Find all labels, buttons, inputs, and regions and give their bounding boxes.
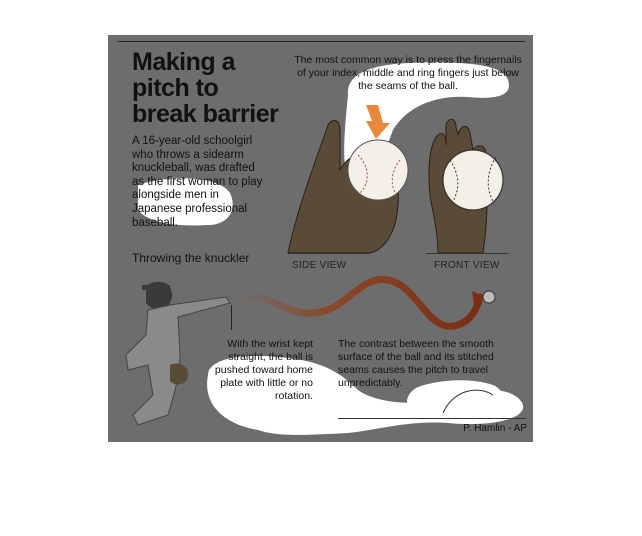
grip-caption: The most common way is to press the fing… [294,54,522,92]
trajectory-arrowhead [472,291,486,305]
front-view-baseline [426,253,508,254]
front-view-hand-icon [428,118,504,254]
top-rule [118,41,525,42]
seams-caption: The contrast between the smooth surface … [338,338,494,389]
baseball-icon [482,290,496,304]
trajectory-arrow-icon [239,276,484,330]
side-view-baseline [288,253,370,254]
photo-credit: P. Hamlin - AP [463,423,527,434]
front-view-label: FRONT VIEW [434,260,500,271]
pressure-arrow-icon [366,105,390,139]
graphic-title: Making a pitch to break barrier [132,48,279,128]
section-subhead: Throwing the knuckler [132,251,250,265]
ball-detail-outline [442,389,494,414]
wrist-pointer-line [231,305,232,330]
side-view-hand-icon [287,119,409,254]
pitcher-figure-icon [125,281,231,426]
intro-text: A 16-year-old schoolgirl who throws a si… [132,135,263,229]
illustration-layer [125,62,526,435]
wrist-caption: With the wrist kept straight, the ball i… [214,338,313,402]
bottom-baseline [338,418,526,419]
highlight-blobs [138,62,524,435]
infographic-panel: Making a pitch to break barrier A 16-yea… [108,35,533,442]
side-view-label: SIDE VIEW [292,260,347,271]
